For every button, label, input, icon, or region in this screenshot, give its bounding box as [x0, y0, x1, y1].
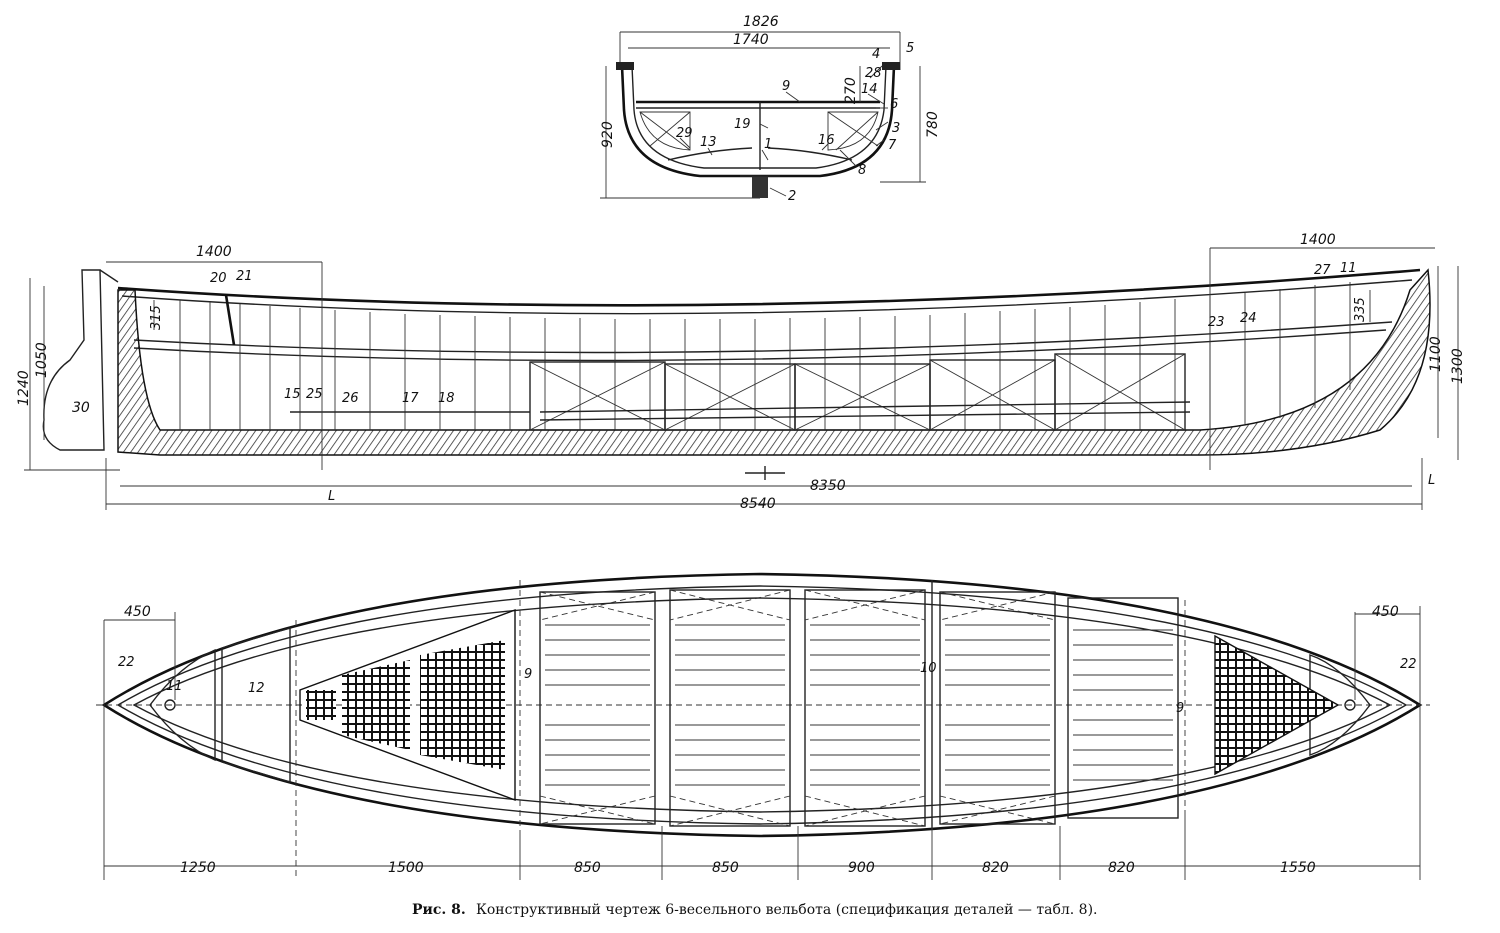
dim-section-width-outer: 1826: [743, 14, 779, 30]
dim-section-width-inner: 1740: [733, 32, 769, 48]
dim-profile-1300: 1300: [1450, 348, 1466, 384]
label-part-21: 21: [236, 269, 253, 284]
label-part-11-plan: 11: [166, 679, 183, 694]
dim-profile-1240: 1240: [16, 370, 32, 406]
label-part-5: 5: [906, 41, 914, 56]
label-part-8: 8: [858, 163, 866, 178]
dim-profile-stern-1400: 1400: [1300, 232, 1336, 248]
label-part-22-bow: 22: [118, 655, 135, 670]
label-part-20: 20: [210, 271, 227, 286]
label-part-18: 18: [438, 391, 455, 406]
thwarts: [529, 353, 1191, 431]
label-part-2: 2: [788, 189, 796, 204]
label-part-3: 3: [892, 121, 900, 136]
caption-prefix: Рис. 8.: [412, 902, 466, 918]
dim-profile-1100: 1100: [1428, 336, 1444, 372]
dim-profile-335: 335: [1353, 297, 1368, 322]
dim-section-height: 920: [600, 121, 616, 148]
dim-profile-length-8350: 8350: [810, 478, 846, 494]
dim-thwart-depth: 270: [843, 77, 859, 104]
label-part-25: 25: [306, 387, 323, 402]
label-part-9: 9: [782, 79, 790, 94]
label-part-14: 14: [861, 82, 878, 97]
dim-plan-stern-450: 450: [1372, 604, 1399, 620]
dim-profile-length-8540: 8540: [740, 496, 776, 512]
dim-profile-1050: 1050: [34, 342, 50, 378]
label-part-27: 27: [1314, 263, 1331, 278]
label-part-13: 13: [700, 135, 717, 150]
label-part-10: 10: [920, 661, 937, 676]
label-part-30-rudder: 30: [72, 400, 90, 416]
label-part-17: 17: [402, 391, 419, 406]
dim-profile-315: 315: [149, 305, 164, 330]
label-part-28: 28: [865, 66, 882, 81]
label-part-29: 29: [676, 126, 693, 141]
dim-profile-bow-1400: 1400: [196, 244, 232, 260]
side-profile-view: 1400 1400 1050 1240 315 335 1100 1300 83…: [16, 232, 1466, 512]
caption-text: Конструктивный чертеж 6-весельного вельб…: [476, 902, 1098, 918]
label-part-12: 12: [248, 681, 265, 696]
label-part-24: 24: [1240, 311, 1257, 326]
label-part-9-fwd: 9: [524, 667, 532, 682]
dim-plan-820-b: 820: [1108, 860, 1135, 876]
label-part-11: 11: [1340, 261, 1357, 276]
floorboards-panels: [539, 589, 1179, 827]
label-part-6: 6: [890, 97, 898, 112]
dim-plan-850-a: 850: [574, 860, 601, 876]
label-part-7: 7: [888, 138, 897, 153]
label-part-9-aft: 9: [1176, 701, 1184, 716]
cross-section-view: 1826 1740 270 920 780 4 5 28 14 9 6 3 7 …: [600, 14, 941, 204]
dim-plan-bow-450: 450: [124, 604, 151, 620]
label-part-16: 16: [818, 133, 835, 148]
dim-plan-850-b: 850: [712, 860, 739, 876]
plan-view: 450 450 1250 1500 850 850 900 820 820 15…: [96, 572, 1430, 880]
dim-plan-1250: 1250: [180, 860, 216, 876]
dim-plan-1550: 1550: [1280, 860, 1316, 876]
dim-plan-820-a: 820: [982, 860, 1009, 876]
dim-plan-1500: 1500: [388, 860, 424, 876]
figure-caption: Рис. 8. Конструктивный чертеж 6-весельно…: [412, 902, 1098, 918]
mark-l-left: L: [328, 489, 335, 504]
label-part-22-stern: 22: [1400, 657, 1417, 672]
dim-section-depth: 780: [925, 111, 941, 138]
label-part-23: 23: [1208, 315, 1225, 330]
mark-l-right: L: [1428, 473, 1435, 488]
label-part-26: 26: [342, 391, 359, 406]
label-part-15: 15: [284, 387, 301, 402]
label-part-4: 4: [872, 47, 880, 62]
label-part-19: 19: [734, 117, 751, 132]
label-part-1: 1: [764, 137, 772, 152]
dim-plan-900: 900: [848, 860, 875, 876]
